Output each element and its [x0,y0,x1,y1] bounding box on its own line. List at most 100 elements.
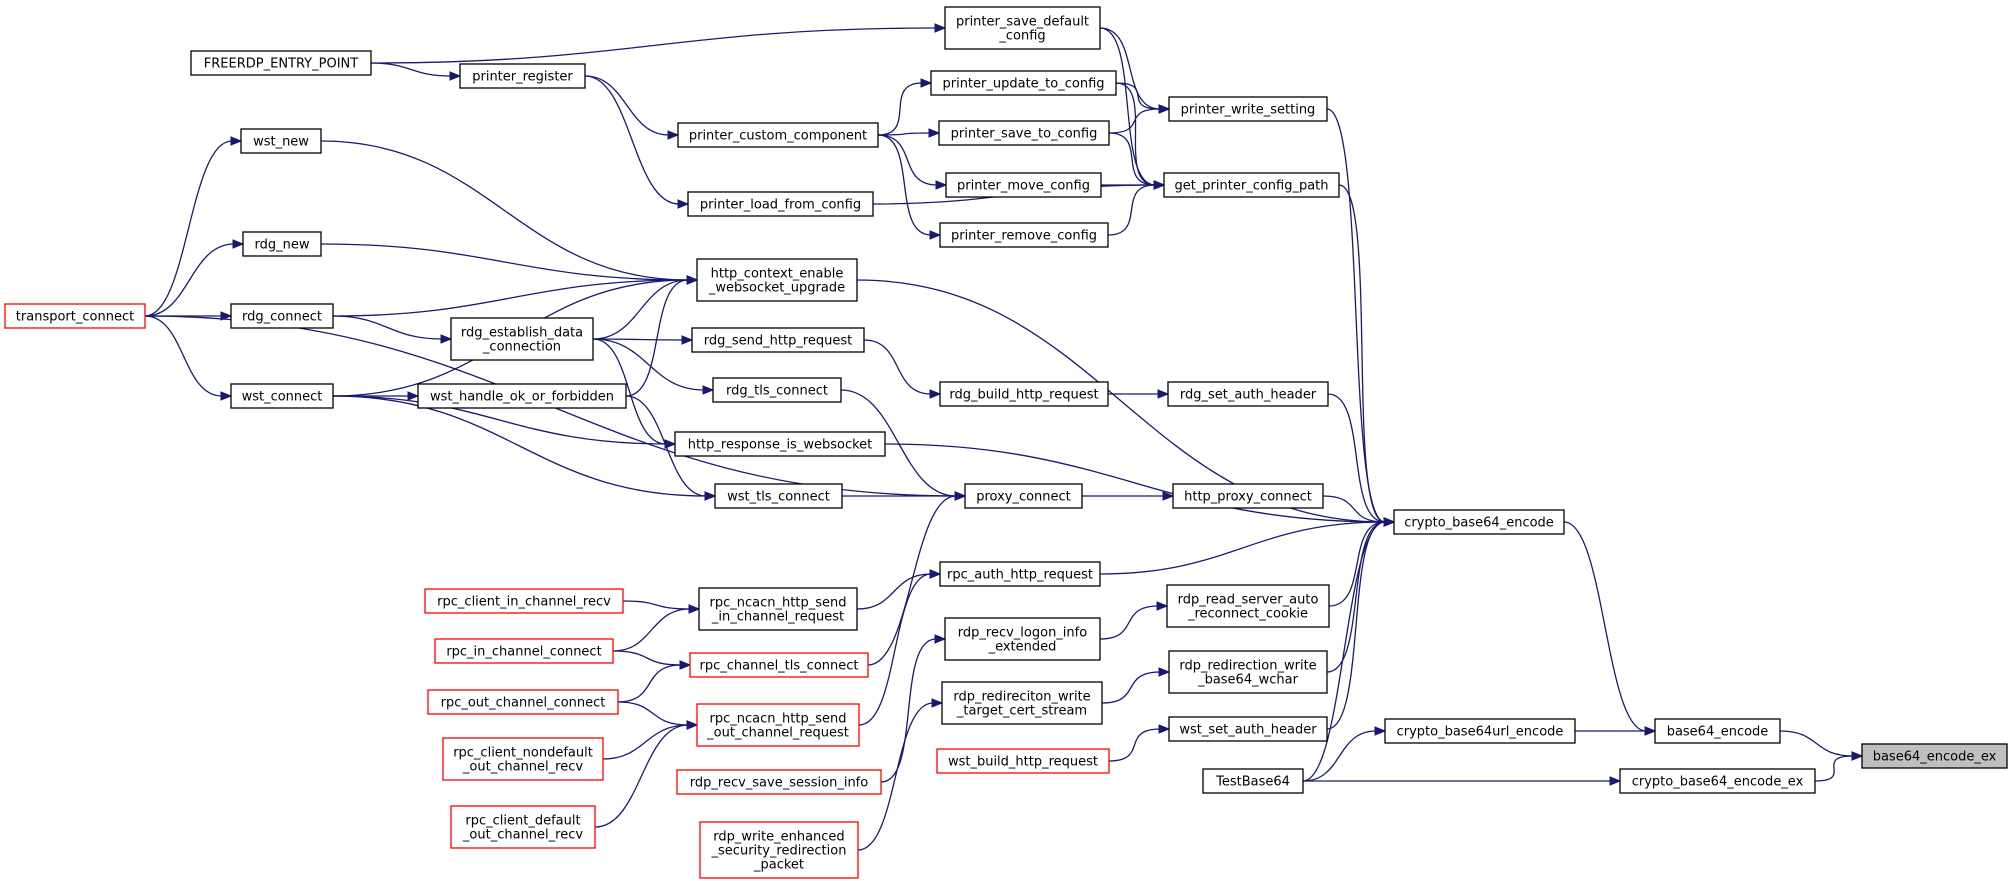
node-rpc-client-in-channel-recv[interactable]: rpc_client_in_channel_recv [424,588,624,614]
arrowhead-icon [934,23,947,33]
node-printer-custom-component[interactable]: printer_custom_component [677,122,879,148]
node-box [941,681,1103,725]
edge-line [1328,521,1386,607]
node-label: printer_register [472,70,573,85]
node-TestBase64[interactable]: TestBase64 [1202,768,1304,794]
node-wst-connect[interactable]: wst_connect [230,383,334,409]
node-rpc-in-channel-connect[interactable]: rpc_in_channel_connect [434,638,614,664]
node-rdp-redireciton-write-target-cert-stream[interactable]: rdp_redireciton_write_target_cert_stream [941,681,1103,725]
node-rdg-tls-connect[interactable]: rdg_tls_connect [712,377,842,403]
node-http-response-is-websocket[interactable]: http_response_is_websocket [674,431,886,457]
node-box [190,50,372,76]
node-http-proxy-connect[interactable]: http_proxy_connect [1172,483,1324,509]
node-label: _websocket_upgrade [708,281,845,296]
node-printer-register[interactable]: printer_register [459,63,586,89]
node-label: rpc_ncacn_http_send [710,596,847,611]
node-wst-tls-connect[interactable]: wst_tls_connect [714,483,843,509]
arrowhead-icon [679,660,692,670]
call-edge-rdg_build_http_request-to-rdg_set_auth_header [1108,389,1170,399]
node-wst-set-auth-header[interactable]: wst_set_auth_header [1168,716,1328,742]
node-printer-remove-config[interactable]: printer_remove_config [939,222,1109,248]
node-transport-connect[interactable]: transport_connect [4,303,146,329]
node-rdg-build-http-request[interactable]: rdg_build_http_request [939,381,1109,407]
call-edge-rdp_redirection_write_base64_wchar-to-crypto_base64_encode [1326,517,1396,673]
node-box [1167,381,1329,407]
node-base64-encode-ex[interactable]: base64_encode_ex [1861,743,2008,769]
arrowhead-icon [1153,180,1166,190]
edge-line [584,75,680,205]
node-label: crypto_base64_encode_ex [1632,775,1804,790]
node-crypto-base64-encode-ex[interactable]: crypto_base64_encode_ex [1619,768,1816,794]
node-rdg-send-http-request[interactable]: rdg_send_http_request [691,327,865,353]
node-printer-update-to-config[interactable]: printer_update_to_config [930,70,1117,96]
node-label: FREERDP_ENTRY_POINT [204,57,358,72]
node-printer-load-from-config[interactable]: printer_load_from_config [687,191,874,217]
node-base64-encode[interactable]: base64_encode [1654,718,1781,744]
node-crypto-base64url-encode[interactable]: crypto_base64url_encode [1384,718,1576,744]
node-box [1202,768,1304,794]
node-printer-move-config[interactable]: printer_move_config [945,172,1102,198]
node-get-printer-config-path[interactable]: get_printer_config_path [1163,172,1340,198]
node-box [240,128,322,154]
node-label: rdp_redireciton_write [953,690,1090,705]
call-edge-rdg_establish_data_connection-to-rdg_send_http_request [592,335,694,345]
node-rdg-new[interactable]: rdg_new [242,231,322,257]
node-label: printer_load_from_config [700,198,861,213]
node-wst-handle-ok-or-forbidden[interactable]: wst_handle_ok_or_forbidden [417,383,627,409]
node-rdp-recv-logon-info-extended[interactable]: rdp_recv_logon_info_extended [944,617,1101,661]
node-label: printer_remove_config [951,229,1097,244]
node-box [450,805,596,849]
edges-layer [144,23,1864,851]
node-box [442,737,604,781]
arrowhead-icon [686,275,699,285]
call-edge-transport_connect-to-wst_connect [144,315,233,401]
arrowhead-icon [935,180,948,190]
node-label: rpc_ncacn_http_send [710,712,847,727]
arrowhead-icon [1851,751,1864,761]
node-label: printer_write_setting [1181,103,1316,118]
node-wst-build-http-request[interactable]: wst_build_http_request [936,748,1110,774]
arrowhead-icon [1156,601,1169,611]
node-rdg-set-auth-header[interactable]: rdg_set_auth_header [1167,381,1329,407]
node-label: printer_update_to_config [942,77,1104,92]
call-edge-printer_custom_component-to-printer_remove_config [877,134,942,240]
node-label: _connection [482,340,561,355]
arrowhead-icon [681,335,694,345]
edge-line [1099,605,1159,640]
node-rdp-read-server-auto-reconnect-cookie[interactable]: rdp_read_server_auto_reconnect_cookie [1166,584,1330,628]
node-printer-save-default-config[interactable]: printer_save_default_config [944,6,1101,50]
node-box [944,617,1101,661]
node-label: wst_handle_ok_or_forbidden [430,390,614,405]
node-label: _extended [988,640,1057,655]
call-edge-rdp_recv_save_session_info-to-rdp_recv_logon_info_extended [880,634,947,783]
node-rpc-client-default-out-channel-recv[interactable]: rpc_client_default_out_channel_recv [450,805,596,849]
node-box [1393,509,1565,535]
node-rpc-out-channel-connect[interactable]: rpc_out_channel_connect [427,689,619,715]
node-rdg-connect[interactable]: rdg_connect [230,303,334,329]
node-rpc-ncacn-http-send-out-channel-request[interactable]: rpc_ncacn_http_send_out_channel_request [696,703,860,747]
node-proxy-connect[interactable]: proxy_connect [964,483,1083,509]
call-edge-rdg_establish_data_connection-to-rdg_tls_connect [592,338,715,395]
node-rdp-redirection-write-base64-wchar[interactable]: rdp_redirection_write_base64_wchar [1168,650,1328,694]
node-label: _base64_wchar [1197,673,1299,688]
edge-line [857,702,934,851]
arrowhead-icon [928,128,941,138]
node-rpc-auth-http-request[interactable]: rpc_auth_http_request [939,561,1101,587]
node-http-context-enable-websocket-upgrade[interactable]: http_context_enable_websocket_upgrade [696,258,858,302]
node-wst-new[interactable]: wst_new [240,128,322,154]
node-rdp-recv-save-session-info[interactable]: rdp_recv_save_session_info [676,769,882,795]
node-printer-write-setting[interactable]: printer_write_setting [1168,96,1328,122]
node-box [1168,716,1328,742]
node-rdg-establish-data-connection[interactable]: rdg_establish_data_connection [450,317,594,361]
node-rpc-client-nondefault-out-channel-recv[interactable]: rpc_client_nondefault_out_channel_recv [442,737,604,781]
node-crypto-base64-encode[interactable]: crypto_base64_encode [1393,509,1565,535]
node-FREERDP-ENTRY-POINT[interactable]: FREERDP_ENTRY_POINT [190,50,372,76]
node-rpc-channel-tls-connect[interactable]: rpc_channel_tls_connect [689,652,869,678]
node-printer-save-to-config[interactable]: printer_save_to_config [938,120,1110,146]
node-rdp-write-enhanced-security-redirection-packet[interactable]: rdp_write_enhanced_security_redirection_… [699,821,859,879]
node-box [938,120,1110,146]
edge-line [1108,108,1161,134]
edge-line [612,608,691,652]
node-rpc-ncacn-http-send-in-channel-request[interactable]: rpc_ncacn_http_send_in_channel_request [698,587,858,631]
